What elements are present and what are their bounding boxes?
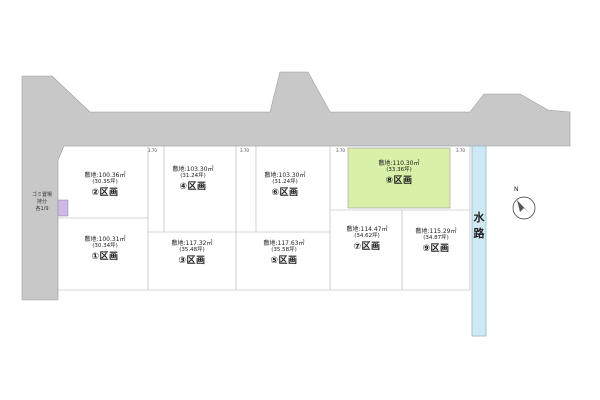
plot-name: ⑧区画 (385, 176, 413, 186)
plot-tsubo: (33.36坪) (386, 167, 412, 173)
plot-tsubo: (35.48坪) (179, 247, 205, 253)
plot-name: ①区画 (91, 252, 119, 262)
plot-area: 敷地:100.31㎡ (84, 236, 126, 243)
garbage-station-ratio: 各1/9 (35, 206, 49, 212)
plot-8: 敷地:110.30㎡ (33.36坪) ⑧区画 (352, 160, 446, 188)
plot-name: ④区画 (179, 182, 207, 192)
plot-name: ③区画 (178, 256, 206, 266)
plot-tsubo: (30.34坪) (92, 243, 118, 249)
road-width-label: 3.70 (240, 148, 249, 153)
garbage-station-title: ゴミ置場 (31, 192, 52, 198)
plot-name: ⑤区画 (270, 256, 298, 266)
garbage-station (57, 199, 69, 217)
plot-9: 敷地:115.29㎡ (34.87坪) ⑨区画 (404, 228, 468, 256)
plot-1: 敷地:100.31㎡ (30.34坪) ①区画 (66, 236, 144, 264)
plot-area: 敷地:103.30㎡ (264, 172, 306, 179)
plot-7: 敷地:114.47㎡ (34.62坪) ⑦区画 (334, 226, 400, 254)
subdivision-lines (58, 145, 471, 291)
road-width-label: 3.70 (148, 148, 157, 153)
plot-name: ⑨区画 (422, 244, 450, 254)
plot-4: 敷地:103.30㎡ (31.24坪) ④区画 (154, 166, 232, 194)
plot-area: 敷地:117.32㎡ (171, 240, 213, 247)
garbage-station-share: 持分 (36, 199, 47, 205)
plot-tsubo: (31.24坪) (180, 173, 206, 179)
plot-3: 敷地:117.32㎡ (35.48坪) ③区画 (152, 240, 232, 268)
plot-5: 敷地:117.63㎡ (35.58坪) ⑤区画 (242, 240, 326, 268)
north-label: N (514, 186, 519, 193)
waterway-label: 水路 (473, 211, 485, 240)
plot-area: 敷地:100.36㎡ (84, 172, 126, 179)
plot-area: 敷地:103.30㎡ (172, 166, 214, 173)
plot-area: 敷地:110.30㎡ (378, 160, 420, 167)
plot-area: 敷地:117.63㎡ (263, 240, 305, 247)
plot-8-highlight (347, 147, 451, 209)
plot-tsubo: (34.62坪) (354, 233, 380, 239)
plot-tsubo: (35.58坪) (271, 247, 297, 253)
road-width-label: 3.70 (456, 148, 465, 153)
plot-tsubo: (31.24坪) (272, 179, 298, 185)
waterway (471, 145, 487, 337)
road-width-label: 3.70 (336, 148, 345, 153)
plot-area: 敷地:114.47㎡ (346, 226, 388, 233)
plot-6: 敷地:103.30㎡ (31.24坪) ⑥区画 (246, 172, 324, 200)
road-main (21, 71, 571, 301)
plot-name: ⑥区画 (271, 188, 299, 198)
plot-2: 敷地:100.36㎡ (30.35坪) ②区画 (66, 172, 144, 200)
plot-tsubo: (30.35坪) (92, 179, 118, 185)
plot-name: ②区画 (91, 188, 119, 198)
plot-tsubo: (34.87坪) (423, 235, 449, 241)
plot-name: ⑦区画 (353, 242, 381, 252)
plot-area: 敷地:115.29㎡ (415, 228, 457, 235)
garbage-station-label: ゴミ置場 持分 各1/9 (28, 192, 56, 213)
north-arrow-icon (512, 196, 536, 220)
